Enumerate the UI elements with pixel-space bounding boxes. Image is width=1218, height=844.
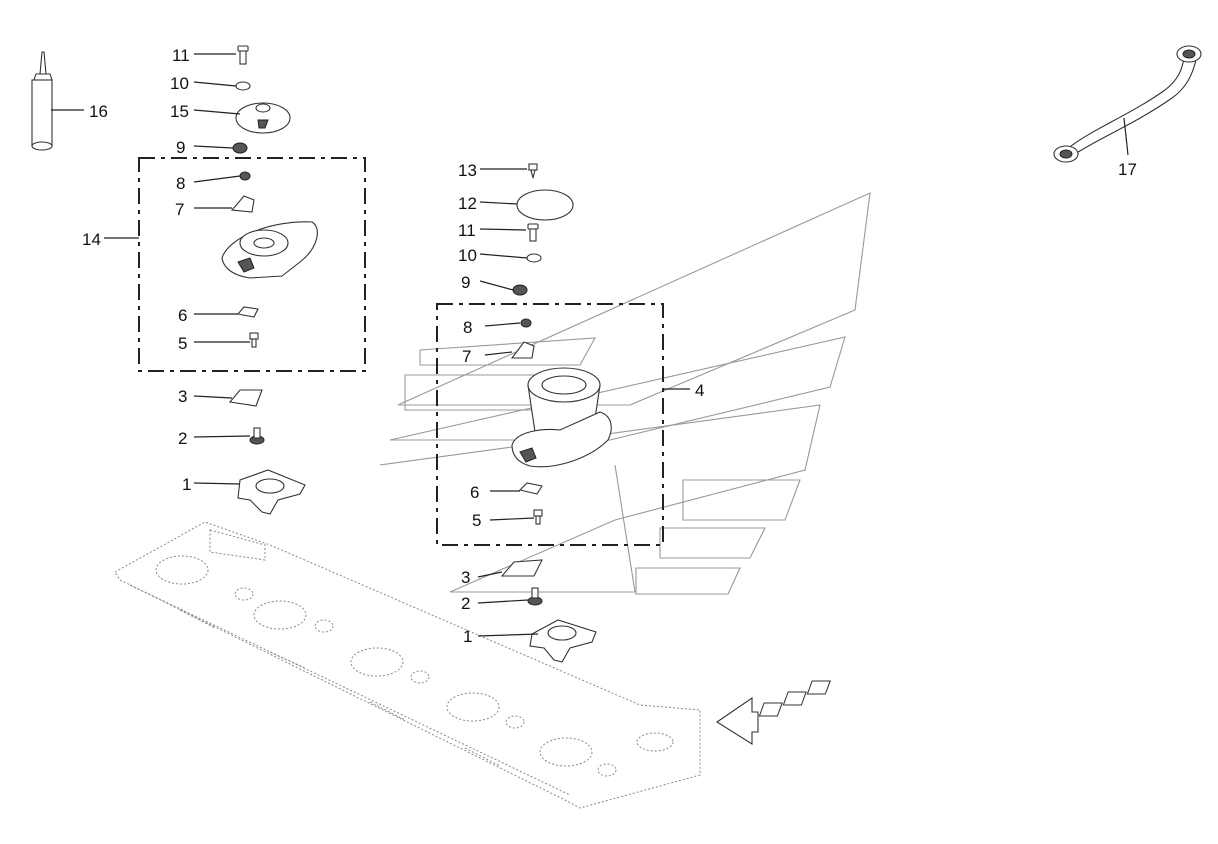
callout-10: 10 xyxy=(170,74,189,93)
screw-icon xyxy=(249,332,259,348)
knife-bolt-icon xyxy=(527,587,543,606)
transport-drum-icon xyxy=(511,367,612,468)
cutter-bar-assembly-icon xyxy=(114,521,701,809)
knife-blade-icon xyxy=(500,559,543,577)
cutting-disc-icon xyxy=(529,619,597,663)
callout-8: 8 xyxy=(463,318,472,337)
callout-2: 2 xyxy=(461,594,470,613)
cover-plate-icon xyxy=(516,189,574,221)
callout-11: 11 xyxy=(172,46,190,65)
small-bolt-icon xyxy=(528,163,538,179)
nut-icon xyxy=(232,142,248,154)
callout-2: 2 xyxy=(178,429,187,448)
callout-labels: 11 10 15 9 8 7 14 6 5 3 2 1 13 12 11 10 … xyxy=(82,46,1137,646)
center-parts xyxy=(500,163,612,663)
callout-7: 7 xyxy=(462,347,471,366)
callout-6: 6 xyxy=(470,483,479,502)
travel-direction-arrow-icon xyxy=(715,680,831,745)
callout-12: 12 xyxy=(458,194,477,213)
small-nut-icon xyxy=(520,318,532,328)
callout-9: 9 xyxy=(176,138,185,157)
callout-1: 1 xyxy=(463,627,472,646)
small-nut-icon xyxy=(239,171,251,181)
callout-17: 17 xyxy=(1118,160,1137,179)
cutting-disc-icon xyxy=(237,469,306,515)
leader-lines xyxy=(51,53,1129,637)
knife-blade-icon xyxy=(228,389,263,407)
callout-3: 3 xyxy=(178,387,187,406)
washer-icon xyxy=(235,81,251,91)
kit-4-group-box xyxy=(436,303,664,546)
background-guide-shapes xyxy=(379,192,871,595)
callout-6: 6 xyxy=(178,306,187,325)
small-plate-icon xyxy=(518,482,543,495)
knife-bolt-icon xyxy=(249,427,265,445)
callout-9: 9 xyxy=(461,273,470,292)
guard-plate-icon xyxy=(510,341,535,359)
callout-5: 5 xyxy=(472,511,481,530)
callout-4: 4 xyxy=(695,381,704,400)
callout-16: 16 xyxy=(89,102,108,121)
kit-14-group-box xyxy=(138,157,366,372)
callout-15: 15 xyxy=(170,102,189,121)
bolt-icon xyxy=(237,45,249,65)
nut-icon xyxy=(512,284,528,296)
callout-11: 11 xyxy=(458,221,476,240)
callout-5: 5 xyxy=(178,334,187,353)
callout-8: 8 xyxy=(176,174,185,193)
callout-14: 14 xyxy=(82,230,101,249)
callout-10: 10 xyxy=(458,246,477,265)
small-plate-icon xyxy=(236,306,259,318)
guard-plate-icon xyxy=(230,195,255,213)
callout-1: 1 xyxy=(182,475,191,494)
bolt-icon xyxy=(527,223,539,242)
screw-icon xyxy=(533,509,543,525)
rotor-housing-icon xyxy=(221,221,318,279)
callout-7: 7 xyxy=(175,200,184,219)
rotor-cap-icon xyxy=(235,102,291,134)
callout-13: 13 xyxy=(458,161,477,180)
callout-3: 3 xyxy=(461,568,470,587)
left-parts xyxy=(221,45,318,515)
sealant-tube-icon xyxy=(31,51,53,151)
washer-icon xyxy=(526,253,542,263)
ring-wrench-icon xyxy=(1053,45,1202,163)
